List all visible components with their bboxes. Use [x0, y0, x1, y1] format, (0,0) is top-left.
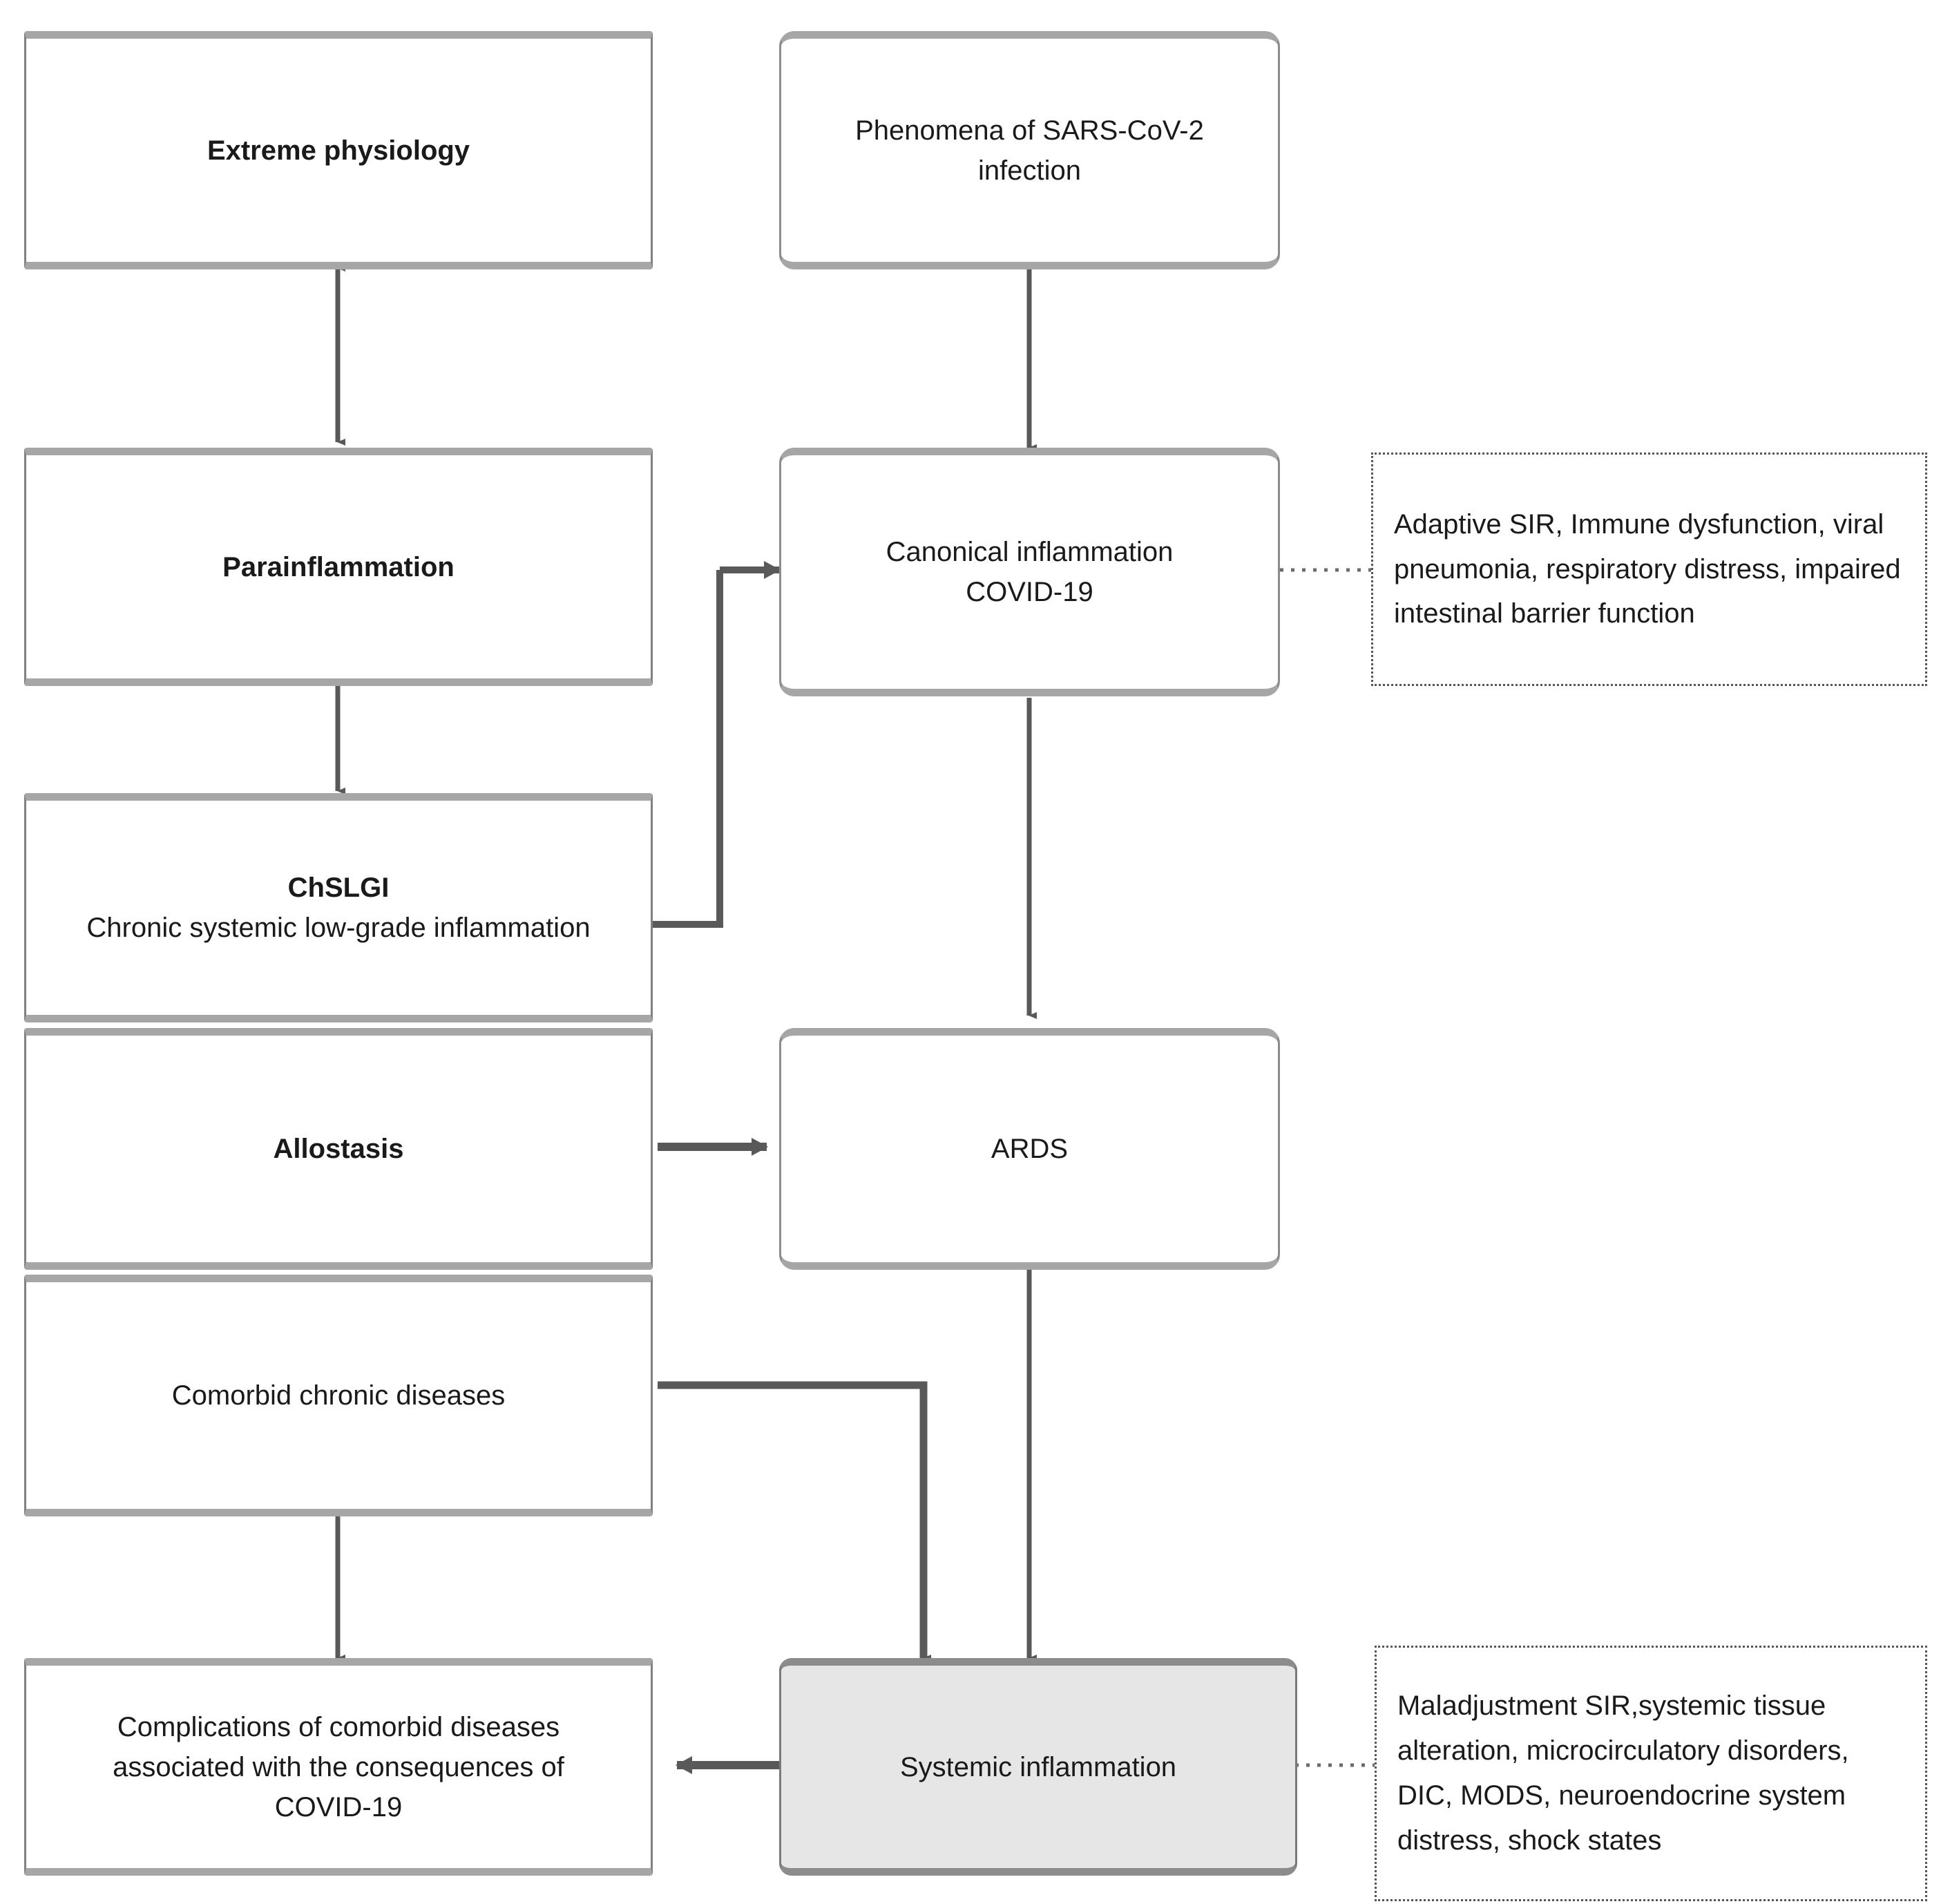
- node-allostasis[interactable]: Allostasis: [24, 1028, 653, 1270]
- node-label-ards: ARDS: [991, 1134, 1069, 1164]
- callout-systemic-inflammation: Maladjustment SIR,systemic tissue altera…: [1375, 1646, 1927, 1901]
- node-canonical-inflammation[interactable]: Canonical inflammation COVID-19: [779, 448, 1280, 696]
- node-label-line-3: COVID-19: [274, 1791, 403, 1822]
- callout-text: Maladjustment SIR,systemic tissue altera…: [1397, 1691, 1849, 1856]
- node-comorbid-chronic-diseases[interactable]: Comorbid chronic diseases: [24, 1275, 653, 1516]
- node-label-extreme-physiology: Extreme physiology: [207, 135, 470, 166]
- node-label-line-1: Complications of comorbid diseases: [117, 1711, 560, 1742]
- node-phenomena-sars-cov-2[interactable]: Phenomena of SARS-CoV-2 infection: [779, 31, 1280, 269]
- callout-canonical-inflammation: Adaptive SIR, Immune dysfunction, viral …: [1371, 453, 1927, 686]
- node-label-line-1: ChSLGI: [287, 873, 390, 903]
- node-parainflammation[interactable]: Parainflammation: [24, 448, 653, 686]
- node-label-line-2: COVID-19: [966, 577, 1093, 607]
- edge-chslgi-canonical: [652, 561, 781, 928]
- node-label-line-2: Chronic systemic low-grade inflammation: [86, 913, 591, 943]
- node-label-line-2: infection: [978, 155, 1081, 186]
- node-label-canonical-inflammation: Canonical inflammation COVID-19: [799, 532, 1260, 612]
- node-label-line-1: Phenomena of SARS-CoV-2: [855, 115, 1204, 146]
- node-label-comorbid-chronic-diseases: Comorbid chronic diseases: [171, 1380, 506, 1411]
- node-label-parainflammation: Parainflammation: [222, 551, 455, 582]
- callout-text: Adaptive SIR, Immune dysfunction, viral …: [1394, 508, 1901, 629]
- node-label-phenomena-sars-cov-2: Phenomena of SARS-CoV-2 infection: [799, 111, 1260, 191]
- node-label-line-1: Canonical inflammation: [886, 537, 1174, 567]
- node-chslgi[interactable]: ChSLGI Chronic systemic low-grade inflam…: [24, 793, 653, 1022]
- node-label-systemic-inflammation: Systemic inflammation: [899, 1751, 1177, 1782]
- node-label-line-2: associated with the consequences of: [113, 1751, 564, 1782]
- node-label-allostasis: Allostasis: [273, 1134, 404, 1164]
- node-label-chslgi: ChSLGI Chronic systemic low-grade inflam…: [44, 868, 633, 948]
- node-systemic-inflammation[interactable]: Systemic inflammation: [779, 1658, 1297, 1876]
- node-ards[interactable]: ARDS: [779, 1028, 1280, 1270]
- edge-comorbid-systemic: [658, 1381, 931, 1662]
- node-complications-comorbid[interactable]: Complications of comorbid diseases assoc…: [24, 1658, 653, 1876]
- node-extreme-physiology[interactable]: Extreme physiology: [24, 31, 653, 269]
- node-label-complications-comorbid: Complications of comorbid diseases assoc…: [44, 1707, 633, 1827]
